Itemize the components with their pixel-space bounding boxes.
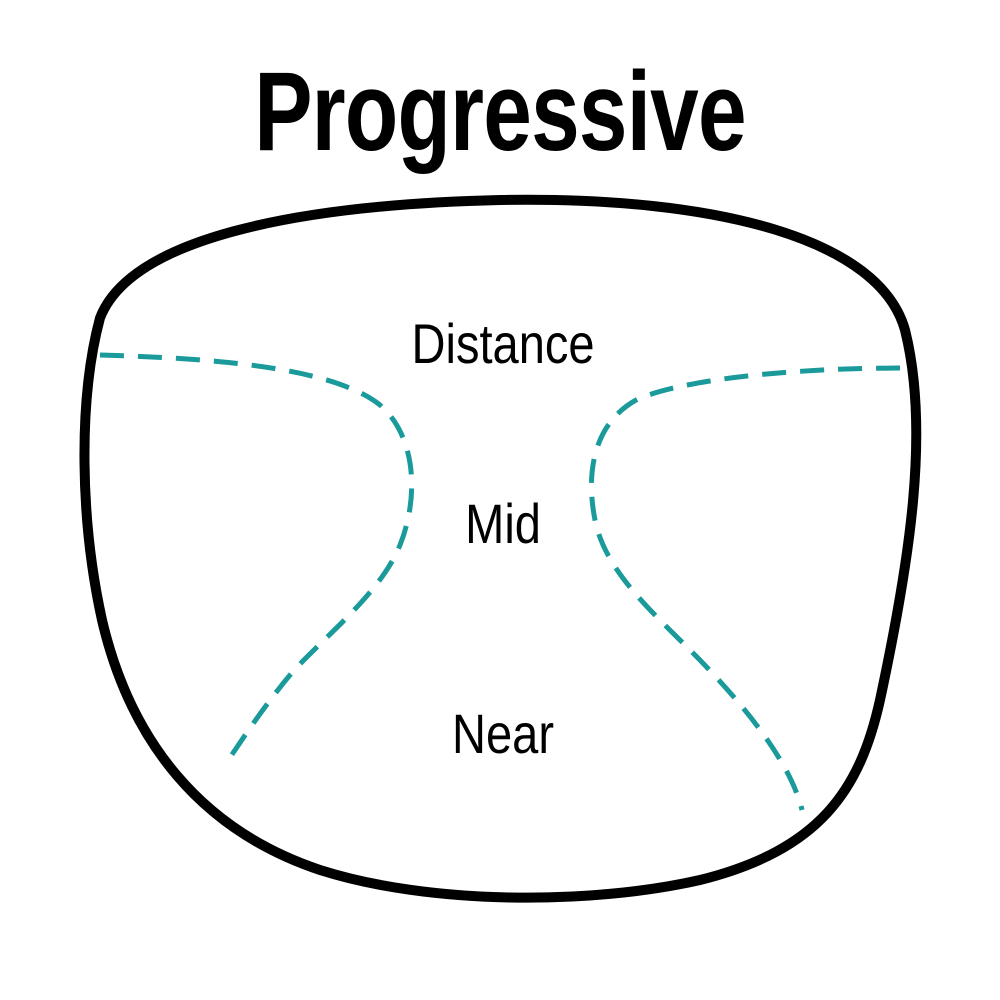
zone-label-distance: Distance	[411, 312, 595, 375]
right-zone-divider	[588, 365, 901, 811]
zone-label-mid: Mid	[465, 492, 541, 555]
left-zone-divider	[99, 352, 415, 767]
zone-label-near: Near	[452, 702, 555, 765]
diagram-title: Progressive	[254, 49, 746, 174]
lens-outline	[79, 194, 922, 903]
